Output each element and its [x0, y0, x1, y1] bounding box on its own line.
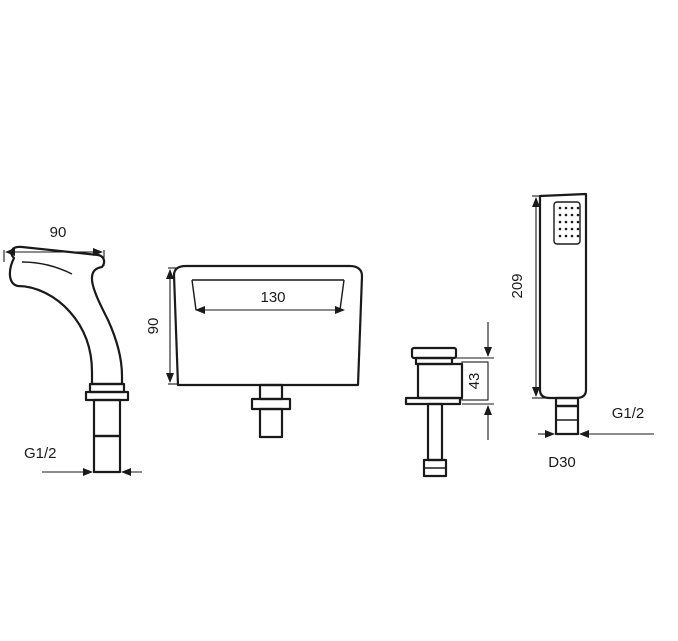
spout-collar-nut: [84, 390, 130, 402]
hand-shower-connector-top: [554, 396, 580, 408]
spout-body: [8, 245, 124, 386]
spout-width-dimension: 90: [3, 224, 105, 266]
valve-height-dimension: 43: [456, 322, 494, 440]
spout-thread-label: G1/2: [24, 445, 57, 462]
hand-shower-thread-callout: G1/2 D30: [538, 405, 654, 471]
spout-thread-callout: G1/2: [24, 445, 142, 476]
spout-thread: [92, 434, 122, 474]
valve-label-box: [461, 361, 489, 401]
mixer-width-label: 130: [260, 289, 285, 306]
valve-handle: [410, 346, 458, 360]
spout-part: [8, 245, 130, 474]
hand-shower-length-dimension: 209: [509, 195, 546, 399]
valve-body: [416, 362, 464, 400]
mixer-connector-top: [258, 383, 284, 401]
spout-inner-line: [21, 261, 73, 275]
mixer-width-dimension: 130: [195, 289, 345, 314]
mixer-connector-thread: [258, 407, 284, 439]
hand-shower-length-label: 209: [509, 273, 526, 298]
valve-height-label: 43: [466, 373, 483, 390]
hand-shower-part: [538, 192, 588, 436]
hand-shower-thread-label: G1/2: [612, 405, 645, 422]
mixer-inner-right: [339, 279, 345, 311]
mixer-height-label: 90: [145, 318, 162, 335]
spout-shank: [92, 398, 122, 438]
hand-shower-body: [538, 192, 588, 400]
spout-collar-top: [88, 382, 126, 394]
mixer-inner-left: [191, 279, 197, 311]
mixer-part: [172, 264, 364, 439]
spray-face: [553, 201, 581, 245]
mixer-connector-nut: [250, 397, 292, 411]
valve-stem: [426, 402, 444, 462]
mixer-body: [172, 264, 364, 387]
spout-width-label: 90: [50, 224, 67, 241]
hand-shower-diameter-label: D30: [548, 454, 576, 471]
valve-part: [404, 346, 464, 478]
spray-nozzle-grid: [558, 206, 580, 238]
mixer-height-dimension: 90: [145, 267, 178, 385]
